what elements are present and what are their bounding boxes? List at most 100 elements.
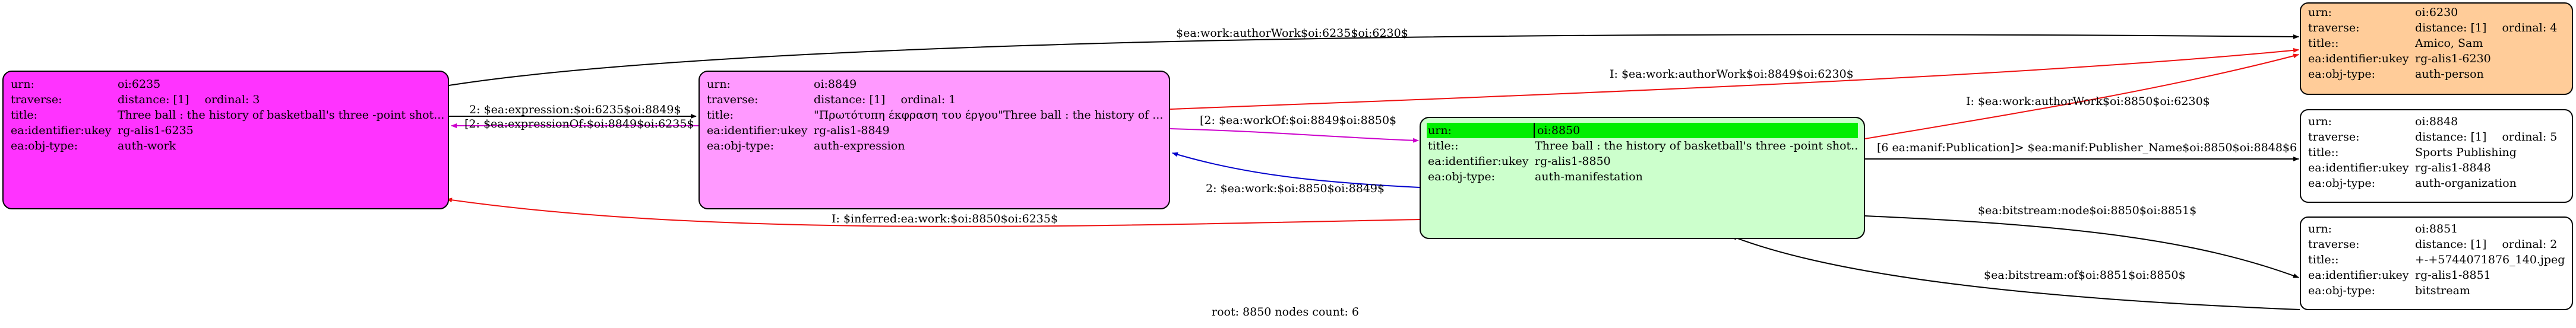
edge-line-e11 <box>1731 235 2300 310</box>
node-row-traverse: traverse: distance: [1] ordinal: 4 <box>2308 20 2565 36</box>
node-row-title: title::Sports Publishing <box>2308 145 2565 160</box>
field-key: ea:obj-type: <box>11 139 78 152</box>
field-key: ea:obj-type: <box>2308 177 2376 190</box>
field-value: oi:6230 <box>2415 6 2458 19</box>
field-value: "Πρωτότυπη έκφραση του έργου"Three ball … <box>814 109 1164 122</box>
traverse-distance: distance: [1] <box>2415 238 2487 251</box>
field-value: rg-alis1-8848 <box>2415 161 2491 174</box>
field-value: Amico, Sam <box>2415 37 2483 50</box>
node-row-title: title: "Πρωτότυπη έκφραση του έργου"Three… <box>707 107 1164 123</box>
node-row-objtype: ea:obj-type:auth-person <box>2308 66 2565 82</box>
edge-label-e3: [2: $ea:expressionOf:$oi:8849$oi:6235$ <box>464 117 694 130</box>
field-key: traverse: <box>2308 238 2360 251</box>
field-key: title:: <box>2308 146 2339 159</box>
edge-line-e5 <box>1170 128 1419 143</box>
field-value: auth-manifestation <box>1535 170 1643 183</box>
field-key: urn: <box>1428 124 1452 137</box>
traverse-ordinal: ordinal: 4 <box>2502 21 2558 34</box>
field-value: auth-person <box>2415 68 2484 81</box>
node-oi-6230[interactable]: urn: oi:6230 traverse: distance: [1] ordina… <box>2300 2 2573 95</box>
edge-line-e7 <box>446 198 1420 227</box>
edge-line-e4 <box>1170 47 2299 110</box>
field-value: Sports Publishing <box>2415 146 2517 159</box>
edge-label-e7: I: $inferred:ea:work:$oi:8850$oi:6235$ <box>832 212 1058 225</box>
edge-label-e9: [6 ea:manif:Publication]> $ea:manif:Publ… <box>1877 141 2297 154</box>
field-key: urn: <box>2308 222 2332 235</box>
node-oi-8850-root[interactable]: urn:oi:8850 title::Three ball : the hist… <box>1420 117 1865 239</box>
node-row-urn: urn: oi:8851 <box>2308 221 2565 237</box>
field-value: bitstream <box>2415 284 2470 297</box>
field-value: oi:8851 <box>2415 222 2458 235</box>
node-row-objtype: ea:obj-type: auth-work <box>11 138 441 154</box>
node-row-ukey: ea:identifier:ukey rg-alis1-6235 <box>11 123 441 138</box>
traverse-ordinal: ordinal: 5 <box>2502 130 2558 144</box>
field-value: oi:6235 <box>118 78 161 91</box>
field-key: title: <box>11 109 38 122</box>
graph-caption: root: 8850 nodes count: 6 <box>1212 305 1360 319</box>
node-oi-8849[interactable]: urn:oi:8849 traverse:distance: [1]ordina… <box>698 71 1170 209</box>
node-row-objtype: ea:obj-type: auth-organization <box>2308 176 2565 191</box>
field-key: ea:obj-type: <box>2308 284 2376 297</box>
field-key: ea:identifier:ukey <box>2308 52 2409 65</box>
field-key: traverse: <box>2308 130 2360 144</box>
field-value: rg-alis1-8851 <box>2415 269 2491 282</box>
edge-label-e10: $ea:bitstream:node$oi:8850$oi:8851$ <box>1978 204 2197 217</box>
node-row-urn: urn:oi:8848 <box>2308 114 2565 129</box>
field-key: traverse: <box>2308 21 2360 34</box>
traverse-distance: distance: [1] <box>2415 130 2487 144</box>
node-row-objtype: ea:obj-type: bitstream <box>2308 283 2565 298</box>
node-row-objtype: ea:obj-type:auth-expression <box>707 138 1162 154</box>
field-key: title:: <box>1428 139 1459 152</box>
field-key: title: <box>707 109 734 122</box>
edge-label-e4: I: $ea:work:authorWork$oi:8849$oi:6230$ <box>1610 68 1854 81</box>
edge-line-e1 <box>448 34 2299 86</box>
field-value: rg-alis1-6230 <box>2415 52 2491 65</box>
field-key: urn: <box>2308 6 2332 19</box>
edge-label-e11: $ea:bitstream:of$oi:8851$oi:8850$ <box>1984 269 2186 282</box>
node-row-title: title: Three ball : the history of basket… <box>11 107 444 123</box>
edge-label-e5: [2: $ea:workOf:$oi:8849$oi:8850$ <box>1200 114 1397 127</box>
field-value: rg-alis1-8849 <box>814 124 890 137</box>
node-row-traverse: traverse: distance: [1] ordinal: 2 <box>2308 237 2565 252</box>
node-row-objtype: ea:obj-type: auth-manifestation <box>1428 169 1857 184</box>
edge-line-e8 <box>1864 53 2299 139</box>
edge-label-e2: 2: $ea:expression:$oi:6235$oi:8849$ <box>469 103 681 116</box>
node-row-ukey: ea:identifier:ukey rg-alis1-8850 <box>1428 154 1857 169</box>
field-value: rg-alis1-6235 <box>118 124 194 137</box>
edge-line-e6 <box>1172 152 1420 188</box>
traverse-ordinal: ordinal: 1 <box>900 93 956 106</box>
node-oi-6235[interactable]: urn:oi:6235 traverse:distance: [1]ordina… <box>2 71 449 209</box>
node-row-traverse: traverse:distance: [1]ordinal: 3 <box>11 92 441 107</box>
node-row-urn: urn: oi:6230 <box>2308 5 2565 20</box>
edge-label-e8: I: $ea:work:authorWork$oi:8850$oi:6230$ <box>1966 95 2210 108</box>
traverse-distance: distance: [1] <box>2415 21 2487 34</box>
field-key: ea:obj-type: <box>1428 170 1496 183</box>
traverse-ordinal: ordinal: 2 <box>2502 238 2558 251</box>
field-value: oi:8849 <box>814 78 857 91</box>
field-value: auth-expression <box>814 139 905 152</box>
field-value: Three ball : the history of basketball's… <box>118 109 444 122</box>
traverse-distance: distance: [1] <box>814 93 886 106</box>
field-key: ea:identifier:ukey <box>1428 155 1529 168</box>
field-key: urn: <box>2308 115 2332 128</box>
field-key: urn: <box>707 78 731 91</box>
node-oi-8851[interactable]: urn: oi:8851 traverse: distance: [1] ordina… <box>2300 216 2573 310</box>
field-value: auth-work <box>118 139 176 152</box>
field-key: ea:identifier:ukey <box>11 124 112 137</box>
field-value: auth-organization <box>2415 177 2517 190</box>
edge-label-e6: 2: $ea:work:$oi:8850$oi:8849$ <box>1206 182 1385 195</box>
field-key: title:: <box>2308 253 2339 266</box>
field-key: traverse: <box>11 93 62 106</box>
node-row-urn: urn:oi:6235 <box>11 77 441 92</box>
field-value: +-+5744071876_140.jpeg <box>2415 253 2565 266</box>
field-value: Three ball : the history of basketball's… <box>1535 139 1858 152</box>
node-row-urn-highlighted: urn:oi:8850 <box>1427 123 1858 138</box>
field-key: title:: <box>2308 37 2339 50</box>
traverse-ordinal: ordinal: 3 <box>204 93 260 106</box>
node-row-traverse: traverse: distance: [1] ordinal: 5 <box>2308 129 2565 145</box>
node-oi-8848[interactable]: urn:oi:8848 traverse: distance: [1] ordina… <box>2300 109 2573 203</box>
field-value: rg-alis1-8850 <box>1535 155 1611 168</box>
